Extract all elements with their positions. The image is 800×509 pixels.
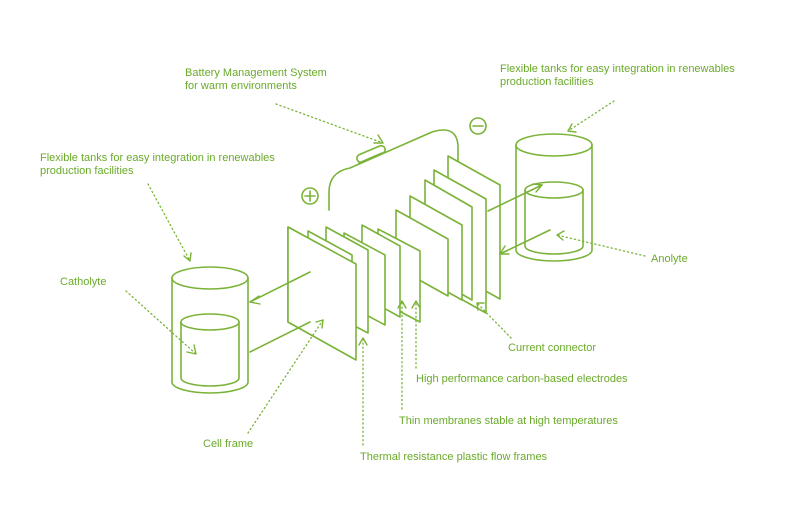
label-tank-right-line-1: Flexible tanks for easy integration in r…	[500, 63, 735, 75]
label-anolyte: Anolyte	[651, 253, 688, 265]
label-electrodes: High performance carbon-based electrodes	[416, 373, 628, 385]
label-cell-frame: Cell frame	[203, 438, 253, 450]
bms-unit	[356, 144, 386, 164]
label-current-connector: Current connector	[508, 342, 596, 354]
cell-frame-plate	[287, 226, 357, 361]
label-tank-right: Flexible tanks for easy integration in r…	[500, 63, 738, 88]
label-catholyte: Catholyte	[60, 276, 106, 288]
right-tank	[515, 133, 593, 262]
label-membranes: Thin membranes stable at high temperatur…	[399, 415, 618, 427]
label-bms-line-2: for warm environments	[185, 80, 297, 92]
positive-terminal-icon	[301, 187, 319, 205]
left-tank	[171, 266, 249, 394]
label-tank-right-line-2: production facilities	[500, 76, 594, 88]
label-flow-frames: Thermal resistance plastic flow frames	[360, 451, 548, 463]
label-bms-line-1: Battery Management System	[185, 67, 327, 79]
label-tank-left-line-2: production facilities	[40, 165, 134, 177]
cell-stack	[287, 155, 501, 361]
label-tank-left-line-1: Flexible tanks for easy integration in r…	[40, 152, 275, 164]
label-tank-left: Flexible tanks for easy integration in r…	[40, 152, 278, 177]
negative-terminal-icon	[469, 117, 487, 135]
leader-lines	[125, 100, 646, 446]
bms-wiring	[301, 117, 487, 211]
label-bms: Battery Management System for warm envir…	[185, 67, 330, 92]
flow-pipes	[249, 183, 551, 353]
